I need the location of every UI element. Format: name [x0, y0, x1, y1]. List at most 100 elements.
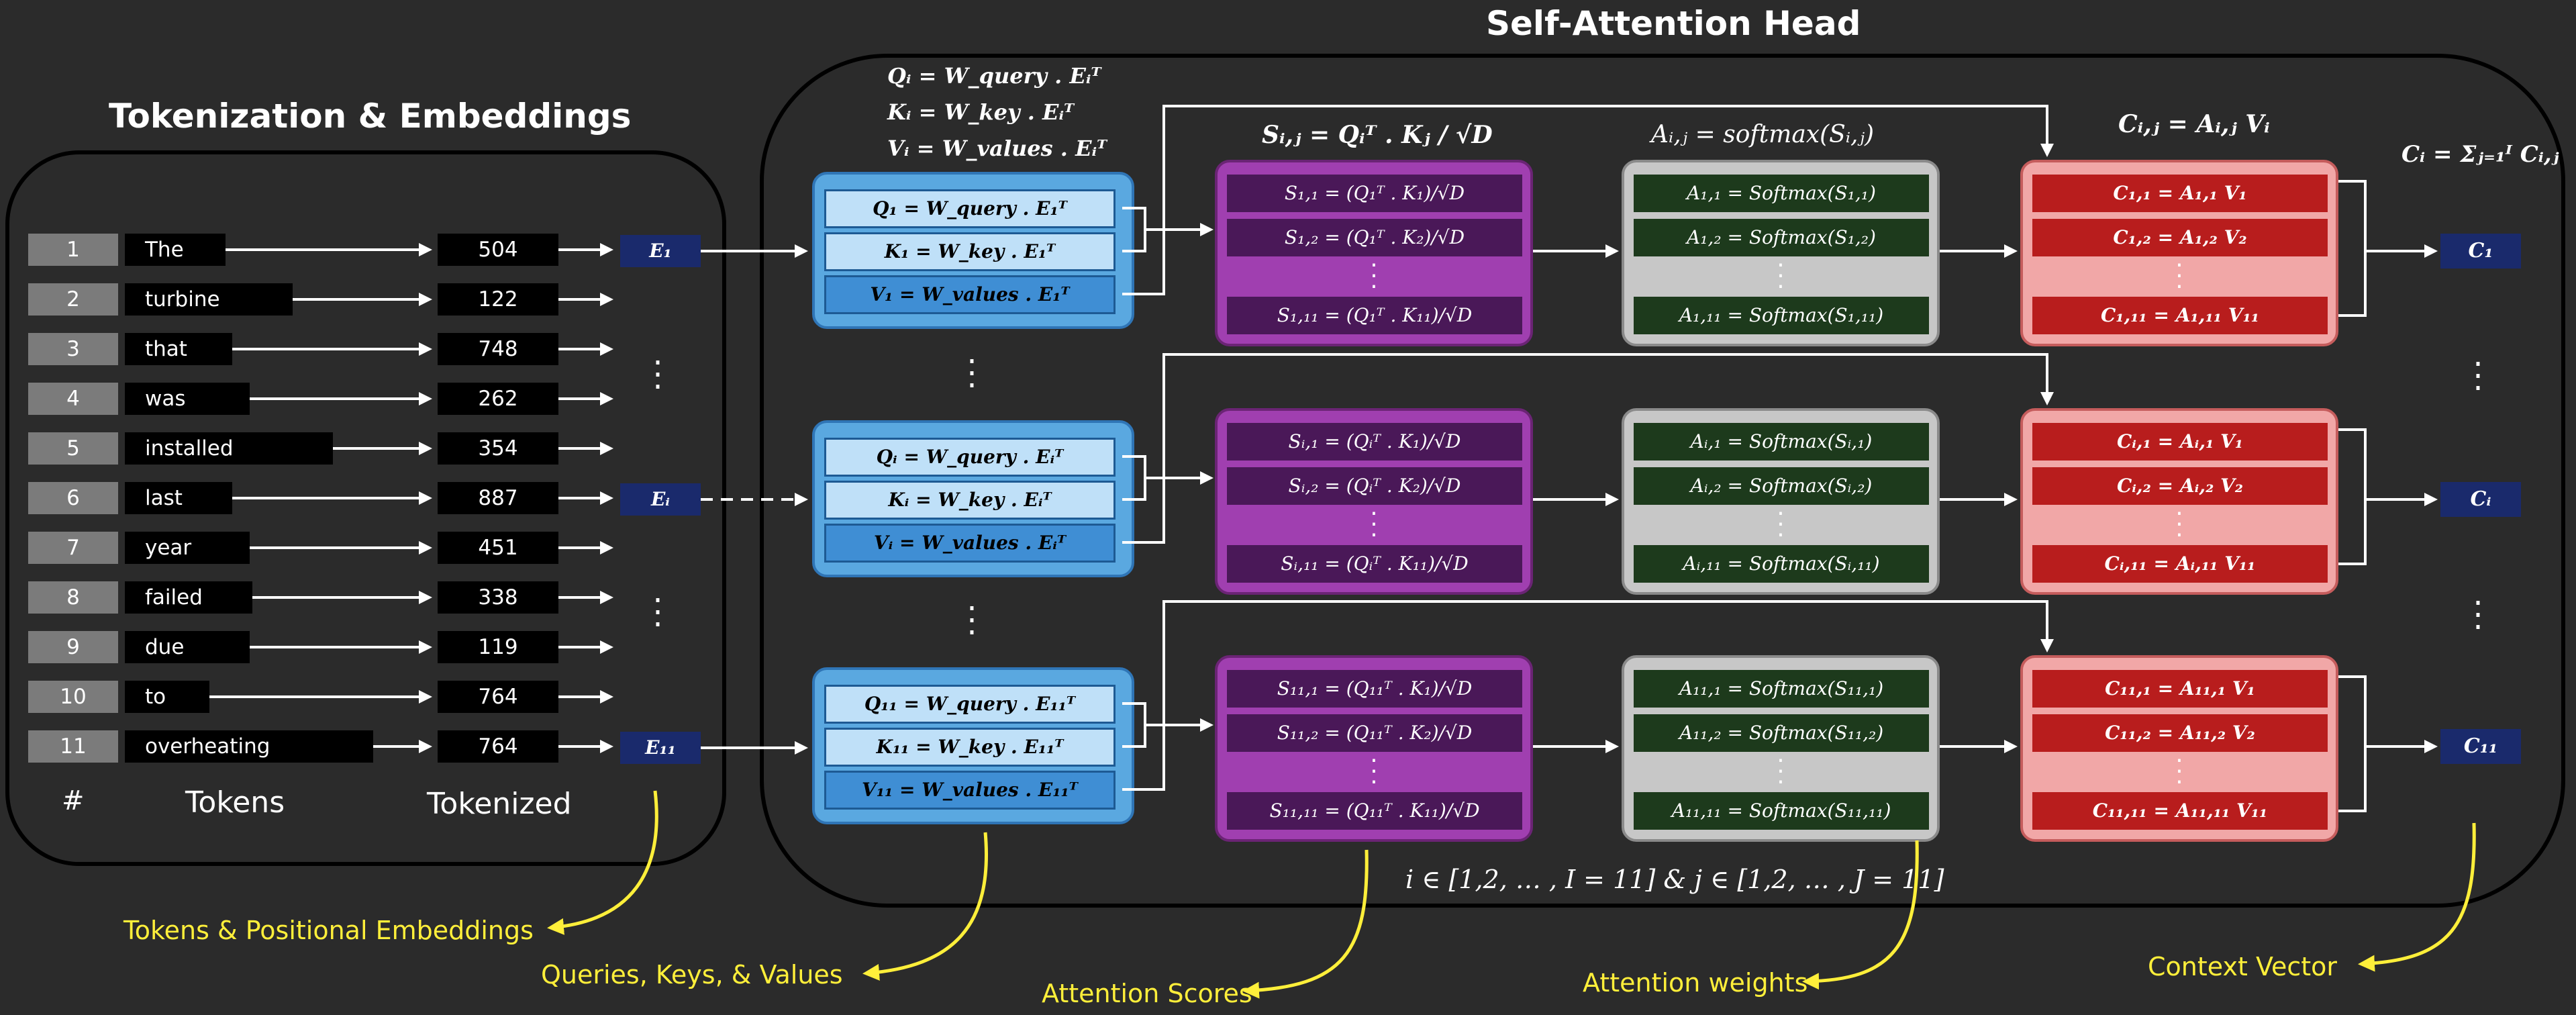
tokenization-frame [5, 150, 726, 866]
qkv-row: K₁₁ = W_key . E₁₁ᵀ [824, 728, 1116, 767]
score-box: Sᵢ,₁ = (Qᵢᵀ . K₁)/√D Sᵢ,₂ = (Qᵢᵀ . K₂)/√D… [1215, 408, 1533, 595]
qkv-row: Kᵢ = W_key . Eᵢᵀ [824, 481, 1116, 520]
context-row: Cᵢ,₁ = Aᵢ,₁ V₁ [2032, 423, 2328, 461]
qkv-row: Vᵢ = W_values . Eᵢᵀ [824, 524, 1116, 563]
v-to-context-route [1122, 600, 2054, 791]
score-row: S₁,₂ = (Q₁ᵀ . K₂)/√D [1227, 219, 1522, 256]
token-row-token: due [125, 631, 250, 663]
caption-pointer-scores [1242, 849, 1369, 999]
context-ellipsis: ··· [2175, 500, 2183, 549]
token-row-token: turbine [125, 283, 293, 316]
weight-row: A₁,₂ = Softmax(S₁,₂) [1634, 219, 1929, 256]
col-tokens-header: Tokens [185, 785, 285, 820]
weight-box: A₁,₁ = Softmax(S₁,₁) A₁,₂ = Softmax(S₁,₂)… [1622, 160, 1940, 346]
token-row-token: to [125, 681, 209, 713]
tokenization-title: Tokenization & Embeddings [109, 97, 632, 136]
context-definition: Cᵢ,ⱼ = Aᵢ,ⱼ Vᵢ [2118, 110, 2270, 138]
token-row-number: 4 [28, 383, 118, 415]
score-row: S₁,₁ = (Q₁ᵀ . K₁)/√D [1227, 175, 1522, 212]
qkv-row: Qᵢ = W_query . Eᵢᵀ [824, 438, 1116, 477]
weight-row: A₁₁,₁ = Softmax(S₁₁,₁) [1634, 670, 1929, 708]
token-row-number: 7 [28, 532, 118, 564]
caption-pointer-weights [1802, 840, 1919, 990]
col-tokenized-header: Tokenized [427, 787, 572, 821]
caption-embeddings: Tokens & Positional Embeddings [123, 916, 534, 945]
token-row-id: 887 [438, 482, 558, 514]
caption-pointer-embeddings [547, 790, 658, 935]
score-ellipsis: ··· [1370, 747, 1378, 796]
token-row-token: was [125, 383, 250, 415]
sum-definition: Cᵢ = Σⱼ₌₁ᴵ Cᵢ,ⱼ [2401, 141, 2559, 168]
token-row-token: year [125, 532, 250, 564]
index-range: i ∈ [1,2, … , I = 11] & j ∈ [1,2, … , J … [1405, 865, 1944, 894]
attention-head-frame [760, 54, 2565, 908]
qkv-row: K₁ = W_key . E₁ᵀ [824, 232, 1116, 271]
score-box: S₁,₁ = (Q₁ᵀ . K₁)/√D S₁,₂ = (Q₁ᵀ . K₂)/√D… [1215, 160, 1533, 346]
context-box: Cᵢ,₁ = Aᵢ,₁ V₁ Cᵢ,₂ = Aᵢ,₂ V₂···Cᵢ,₁₁ = A… [2020, 408, 2338, 595]
embedding-ei: Eᵢ [620, 483, 701, 516]
embedding-e1: E₁ [620, 235, 701, 267]
score-row: S₁₁,₂ = (Q₁₁ᵀ . K₂)/√D [1227, 714, 1522, 752]
score-definition: Sᵢ,ⱼ = Qᵢᵀ . Kⱼ / √D [1262, 121, 1493, 149]
caption-qkv: Queries, Keys, & Values [541, 960, 843, 989]
token-row-id: 748 [438, 333, 558, 365]
token-row-token: overheating [125, 730, 373, 763]
weight-row: A₁,₁ = Softmax(S₁,₁) [1634, 175, 1929, 212]
token-row-number: 10 [28, 681, 118, 713]
token-row-number: 1 [28, 234, 118, 266]
qkv-box: Qᵢ = W_query . Eᵢᵀ Kᵢ = W_key . Eᵢᵀ Vᵢ = W… [812, 420, 1134, 577]
weight-ellipsis: ··· [1777, 747, 1785, 796]
weight-row: Aᵢ,₁₁ = Softmax(Sᵢ,₁₁) [1634, 545, 1929, 583]
token-row-token: last [125, 482, 232, 514]
weight-ellipsis: ··· [1777, 252, 1785, 301]
qkv-row: Q₁₁ = W_query . E₁₁ᵀ [824, 685, 1116, 724]
token-row-id: 764 [438, 681, 558, 713]
context-row: Cᵢ,₁₁ = Aᵢ,₁₁ V₁₁ [2032, 545, 2328, 583]
sum-bracket [2338, 428, 2367, 565]
token-row-number: 5 [28, 432, 118, 465]
context-row: C₁,₁ = A₁,₁ V₁ [2032, 175, 2328, 212]
weight-box: Aᵢ,₁ = Softmax(Sᵢ,₁) Aᵢ,₂ = Softmax(Sᵢ,₂)… [1622, 408, 1940, 595]
token-row-number: 6 [28, 482, 118, 514]
token-row-id: 354 [438, 432, 558, 465]
q-definition: Qᵢ = W_query . Eᵢᵀ [887, 63, 1101, 89]
token-row-id: 262 [438, 383, 558, 415]
token-row-id: 451 [438, 532, 558, 564]
weight-row: Aᵢ,₂ = Softmax(Sᵢ,₂) [1634, 467, 1929, 505]
weight-row: Aᵢ,₁ = Softmax(Sᵢ,₁) [1634, 423, 1929, 461]
token-row-token: that [125, 333, 232, 365]
score-row: Sᵢ,₂ = (Qᵢᵀ . K₂)/√D [1227, 467, 1522, 505]
caption-weights: Attention weights [1583, 968, 1808, 998]
weight-ellipsis: ··· [1777, 500, 1785, 549]
token-row-id: 122 [438, 283, 558, 316]
v-definition: Vᵢ = W_values . Eᵢᵀ [887, 136, 1107, 161]
caption-pointer-context [2358, 822, 2476, 972]
score-row: S₁,₁₁ = (Q₁ᵀ . K₁₁)/√D [1227, 297, 1522, 334]
qk-bracket [1122, 455, 1146, 501]
score-row: Sᵢ,₁ = (Qᵢᵀ . K₁)/√D [1227, 423, 1522, 461]
context-row: C₁₁,₁₁ = A₁₁,₁₁ V₁₁ [2032, 792, 2328, 830]
context-row: C₁,₂ = A₁,₂ V₂ [2032, 219, 2328, 256]
context-row: C₁₁,₂ = A₁₁,₂ V₂ [2032, 714, 2328, 752]
embedding-e11: E₁₁ [620, 732, 701, 764]
qkv-row: V₁₁ = W_values . E₁₁ᵀ [824, 771, 1116, 810]
qkv-row: Q₁ = W_query . E₁ᵀ [824, 189, 1116, 228]
k-definition: Kᵢ = W_key . Eᵢᵀ [887, 99, 1075, 125]
caption-pointer-qkv [862, 832, 988, 981]
token-row-id: 338 [438, 581, 558, 614]
v-to-context-route [1122, 353, 2054, 544]
context-vector-output: Cᵢ [2440, 482, 2521, 517]
token-row-id: 504 [438, 234, 558, 266]
score-row: S₁₁,₁₁ = (Q₁₁ᵀ . K₁₁)/√D [1227, 792, 1522, 830]
context-row: Cᵢ,₂ = Aᵢ,₂ V₂ [2032, 467, 2328, 505]
score-ellipsis: ··· [1370, 500, 1378, 549]
token-row-token: failed [125, 581, 252, 614]
attention-head-title: Self-Attention Head [1486, 4, 1861, 43]
context-row: C₁₁,₁ = A₁₁,₁ V₁ [2032, 670, 2328, 708]
token-row-id: 119 [438, 631, 558, 663]
